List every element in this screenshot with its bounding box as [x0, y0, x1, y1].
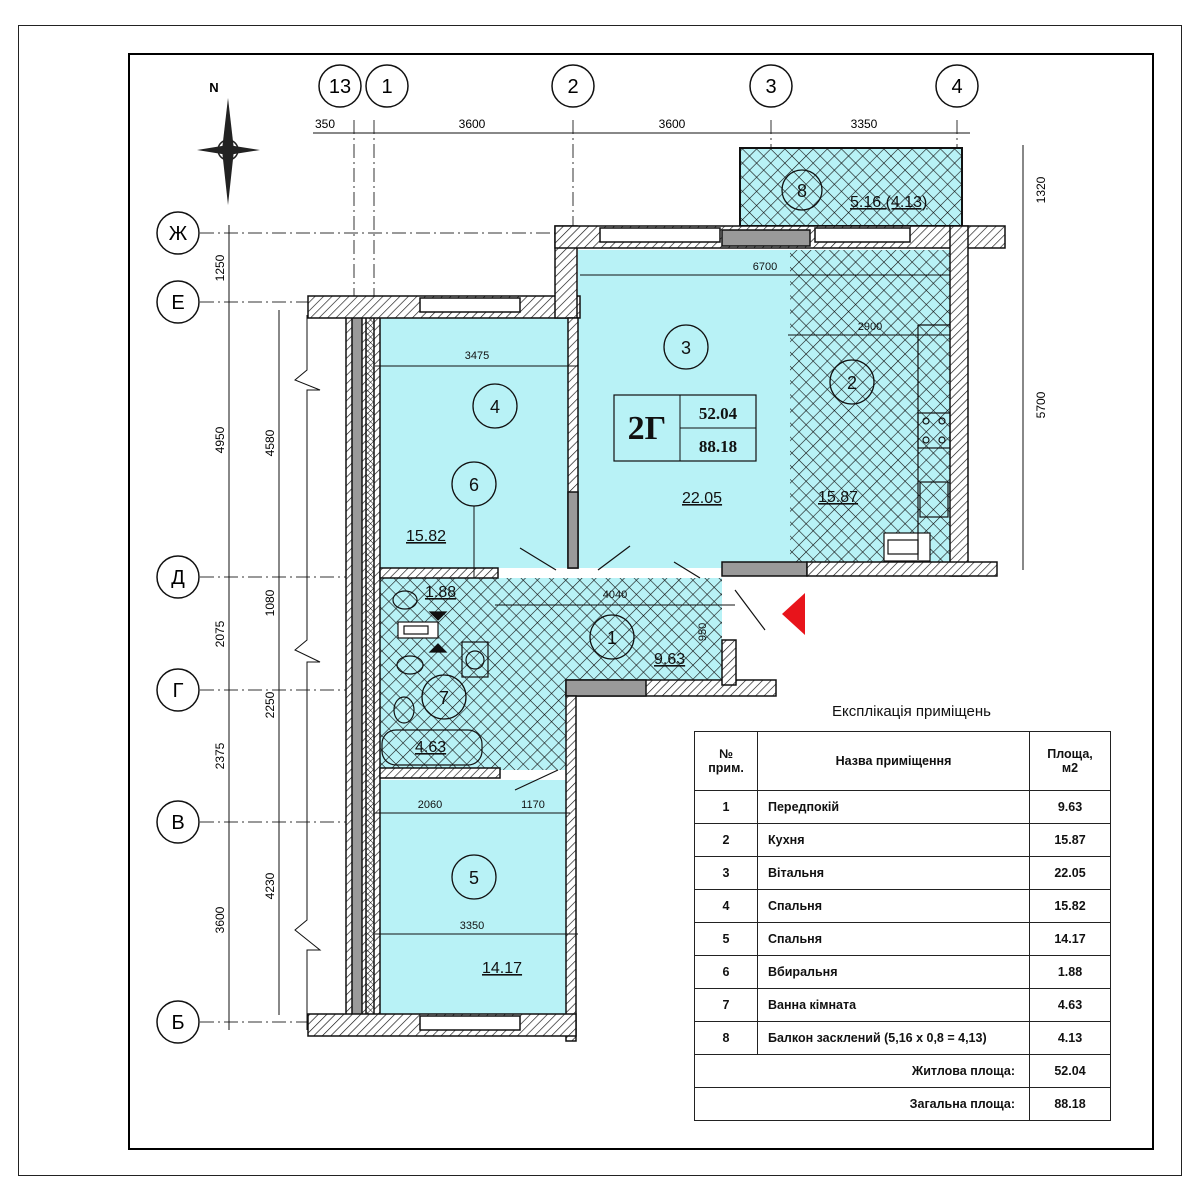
svg-text:6700: 6700: [753, 261, 777, 273]
svg-text:4: 4: [490, 397, 500, 417]
svg-text:4230: 4230: [263, 872, 277, 899]
row-axis-labels: Ж Е Д Г В Б: [156, 211, 200, 1044]
left-dimensions: 1250 4950 2075 2375 3600 4580 1080 2250 …: [213, 225, 322, 1030]
svg-text:3600: 3600: [459, 117, 486, 131]
svg-text:5: 5: [469, 868, 479, 888]
svg-text:Д: Д: [171, 567, 185, 589]
svg-text:1250: 1250: [213, 254, 227, 281]
room-area-labels: 22.05 15.87 15.82 1.88 9.63 4.63 14.17 5…: [406, 194, 927, 977]
svg-text:4580: 4580: [263, 429, 277, 456]
interior-dimensions: 6700 2900 3475 4040 950 2060 1170 3350: [375, 261, 950, 935]
header-num: № прим.: [694, 731, 758, 791]
svg-text:4950: 4950: [213, 426, 227, 453]
header-area: Площа, м2: [1029, 731, 1111, 791]
room-7-bath: [380, 688, 566, 770]
header-name: Назва приміщення: [757, 731, 1030, 791]
svg-text:Ж: Ж: [169, 223, 188, 245]
apartment-type-stamp: 2Г 52.04 88.18: [613, 394, 757, 462]
entrance-marker-icon: [782, 593, 805, 635]
svg-text:2900: 2900: [858, 321, 882, 333]
svg-text:4040: 4040: [603, 589, 627, 601]
svg-text:2375: 2375: [213, 742, 227, 769]
svg-text:Б: Б: [171, 1012, 184, 1034]
svg-text:1320: 1320: [1034, 176, 1048, 203]
svg-text:6: 6: [469, 475, 479, 495]
walls: [307, 225, 1006, 1042]
svg-text:2Г: 2Г: [628, 410, 667, 447]
outer-frame: [18, 25, 1182, 1176]
svg-text:52.04: 52.04: [699, 404, 738, 423]
svg-text:1: 1: [607, 628, 617, 648]
svg-text:Г: Г: [173, 680, 184, 702]
svg-text:3: 3: [765, 76, 776, 98]
right-dimensions: 1320 5700: [1022, 145, 1048, 570]
svg-text:2060: 2060: [418, 799, 442, 811]
svg-text:950: 950: [697, 623, 709, 641]
svg-text:4.63: 4.63: [415, 739, 446, 756]
svg-text:2075: 2075: [213, 620, 227, 647]
svg-text:Е: Е: [171, 292, 184, 314]
living-area-row: Житлова площа:52.04: [694, 1054, 1111, 1088]
drawing-frame: [128, 53, 1154, 1150]
svg-text:13: 13: [329, 76, 351, 98]
svg-text:2: 2: [567, 76, 578, 98]
table-header-row: № прим. Назва приміщення Площа, м2: [694, 731, 1111, 791]
svg-text:88.18: 88.18: [699, 437, 737, 456]
svg-text:1: 1: [381, 76, 392, 98]
room-number-labels: 3 2 4 6 1 7 5 8: [421, 169, 875, 900]
svg-text:7: 7: [439, 688, 449, 708]
room-2-kitchen: [790, 250, 950, 566]
room-4-bedroom: [380, 318, 570, 568]
svg-text:5700: 5700: [1034, 391, 1048, 418]
svg-text:3600: 3600: [213, 906, 227, 933]
svg-text:3350: 3350: [851, 117, 878, 131]
column-axis-labels: 13 1 2 3 4: [318, 64, 979, 108]
svg-text:14.17: 14.17: [482, 960, 522, 977]
svg-text:2: 2: [847, 373, 857, 393]
total-area-row: Загальна площа:88.18: [694, 1087, 1111, 1121]
svg-text:22.05: 22.05: [682, 490, 722, 507]
bathroom-fixtures: [381, 590, 489, 766]
svg-text:15.87: 15.87: [818, 489, 858, 506]
svg-text:4: 4: [951, 76, 962, 98]
room-3-living: [578, 250, 790, 568]
svg-text:350: 350: [315, 117, 335, 131]
svg-text:3475: 3475: [465, 350, 489, 362]
doors: [514, 545, 766, 791]
svg-text:3350: 3350: [460, 920, 484, 932]
svg-text:В: В: [171, 812, 184, 834]
svg-text:8: 8: [797, 181, 807, 201]
svg-text:9.63: 9.63: [654, 651, 685, 668]
kitchen-fixtures: [883, 324, 951, 562]
svg-text:N: N: [209, 80, 218, 95]
svg-text:1170: 1170: [521, 799, 545, 811]
room-8-balcony: [739, 147, 963, 227]
legend-title: Експлікація приміщень: [832, 703, 991, 720]
svg-text:5.16 (4.13): 5.16 (4.13): [850, 194, 927, 211]
svg-text:3: 3: [681, 338, 691, 358]
svg-text:1080: 1080: [263, 589, 277, 616]
compass-icon: N: [197, 80, 260, 205]
svg-text:2250: 2250: [263, 691, 277, 718]
svg-text:15.82: 15.82: [406, 528, 446, 545]
top-dimensions: 350 3600 3600 3350: [313, 117, 970, 134]
svg-text:3600: 3600: [659, 117, 686, 131]
svg-text:1.88: 1.88: [425, 584, 456, 601]
